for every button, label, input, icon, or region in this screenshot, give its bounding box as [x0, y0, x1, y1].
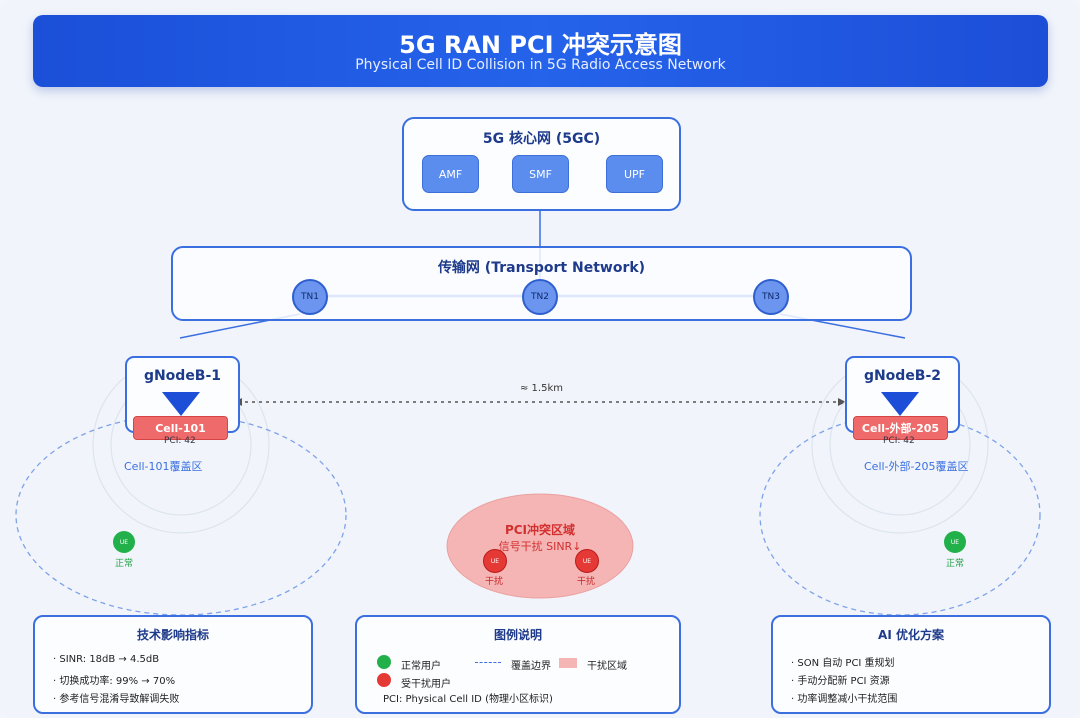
antenna-icon: [162, 392, 200, 416]
ai-item: · SON 自动 PCI 重规划: [791, 658, 895, 669]
page-title: 5G RAN PCI 冲突示意图: [399, 31, 682, 59]
ue-normal-left: UE: [113, 531, 135, 553]
gnodeb-2-title: gNodeB-2: [863, 368, 942, 384]
cell-101-pci: PCI: 42: [164, 436, 196, 446]
metric-item: · SINR: 18dB → 4.5dB: [53, 654, 160, 665]
transport-network-title: 传输网 (Transport Network): [437, 260, 646, 276]
tn1-node: TN1: [292, 279, 328, 315]
legend-normal-swatch: [377, 655, 391, 669]
metrics-box: 技术影响指标 · SINR: 18dB → 4.5dB · 切换成功率: 99%…: [33, 615, 313, 714]
legend-pci-note: PCI: Physical Cell ID (物理小区标识): [383, 694, 553, 705]
legend-title: 图例说明: [493, 628, 542, 642]
ue-interfered-right-label: 干扰: [576, 577, 595, 587]
title-banner: 5G RAN PCI 冲突示意图 Physical Cell ID Collis…: [33, 15, 1048, 87]
core-network-box: 5G 核心网 (5GC) AMF SMF UPF: [402, 117, 681, 211]
legend-coverage-label: 覆盖边界: [511, 661, 551, 672]
legend-interference-label: 干扰区域: [587, 661, 627, 672]
ue-normal-right-label: 正常: [945, 559, 964, 569]
conflict-title: PCI冲突区域: [504, 523, 576, 537]
metrics-title: 技术影响指标: [136, 628, 209, 642]
gnodeb-1-title: gNodeB-1: [143, 368, 222, 384]
tn2-node: TN2: [522, 279, 558, 315]
cell-101-coverage-label: Cell-101覆盖区: [124, 460, 203, 473]
metric-item: · 参考信号混淆导致解调失败: [53, 694, 180, 705]
cell-205-tag: Cell-外部-205: [853, 416, 948, 440]
ai-solution-box: AI 优化方案 · SON 自动 PCI 重规划 · 手动分配新 PCI 资源 …: [771, 615, 1051, 714]
distance-label: ≈ 1.5km: [520, 383, 563, 394]
ue-interfered-left: UE: [483, 549, 507, 573]
legend-interfered-label: 受干扰用户: [401, 679, 451, 690]
distance-arrow-right: [838, 398, 846, 406]
upf-node: UPF: [606, 155, 663, 193]
conflict-subtitle: 信号干扰 SINR↓: [498, 540, 582, 553]
smf-node: SMF: [512, 155, 569, 193]
antenna-icon: [881, 392, 919, 416]
cell-101-tag: Cell-101: [133, 416, 228, 440]
legend-coverage-swatch: [475, 662, 501, 663]
amf-node: AMF: [422, 155, 479, 193]
cell-205-pci: PCI: 42: [883, 436, 915, 446]
ue-interfered-right: UE: [575, 549, 599, 573]
legend-interfered-swatch: [377, 673, 391, 687]
legend-interference-swatch: [559, 658, 577, 668]
ai-item: · 功率调整减小干扰范围: [791, 694, 898, 705]
ai-item: · 手动分配新 PCI 资源: [791, 676, 890, 687]
metric-item: · 切换成功率: 99% → 70%: [53, 676, 176, 687]
ai-solution-title: AI 优化方案: [878, 628, 944, 642]
page-subtitle: Physical Cell ID Collision in 5G Radio A…: [355, 57, 726, 73]
ue-interfered-left-label: 干扰: [484, 577, 503, 587]
cell-205-coverage-label: Cell-外部-205覆盖区: [864, 460, 969, 473]
legend-normal-label: 正常用户: [401, 661, 441, 672]
core-network-title: 5G 核心网 (5GC): [482, 131, 601, 147]
ue-normal-left-label: 正常: [114, 559, 133, 569]
legend-box: 图例说明 正常用户 覆盖边界 干扰区域 受干扰用户 PCI: Physical …: [355, 615, 681, 714]
ue-normal-right: UE: [944, 531, 966, 553]
tn3-node: TN3: [753, 279, 789, 315]
